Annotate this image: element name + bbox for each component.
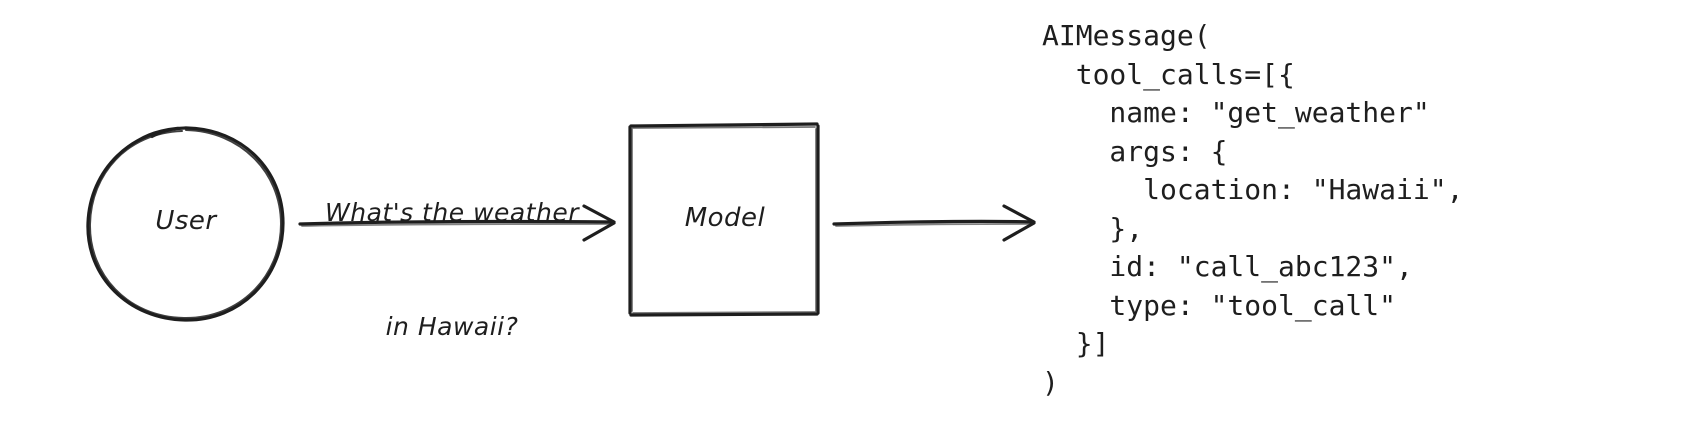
model-node-label: Model [684, 203, 766, 233]
code-line: AIMessage( [1042, 19, 1211, 52]
code-line: }, [1042, 211, 1144, 245]
user-circle-shape [86, 126, 285, 322]
code-line: location: "Hawaii", [1042, 173, 1464, 206]
code-line: name: "get_weather" [1042, 96, 1430, 129]
ai-message-code-block: AIMessage( tool_calls=[{ name: "get_weat… [1042, 17, 1463, 402]
edge-label-line-1: What's the weather [325, 198, 579, 227]
code-line: type: "tool_call" [1042, 288, 1397, 322]
edge-label-line-2: in Hawaii? [385, 312, 519, 341]
user-node-label: User [155, 206, 217, 236]
edge-label-user-to-model: What's the weather in Hawaii? [296, 118, 608, 422]
code-line: args: { [1042, 134, 1228, 168]
code-line: ) [1042, 365, 1059, 399]
arrow-user-to-model [298, 204, 616, 242]
code-line: }] [1042, 327, 1110, 360]
code-line: id: "call_abc123", [1042, 250, 1413, 283]
model-box-shape [628, 122, 820, 317]
arrow-model-to-output [832, 204, 1036, 242]
code-line: tool_calls=[{ [1042, 57, 1295, 91]
